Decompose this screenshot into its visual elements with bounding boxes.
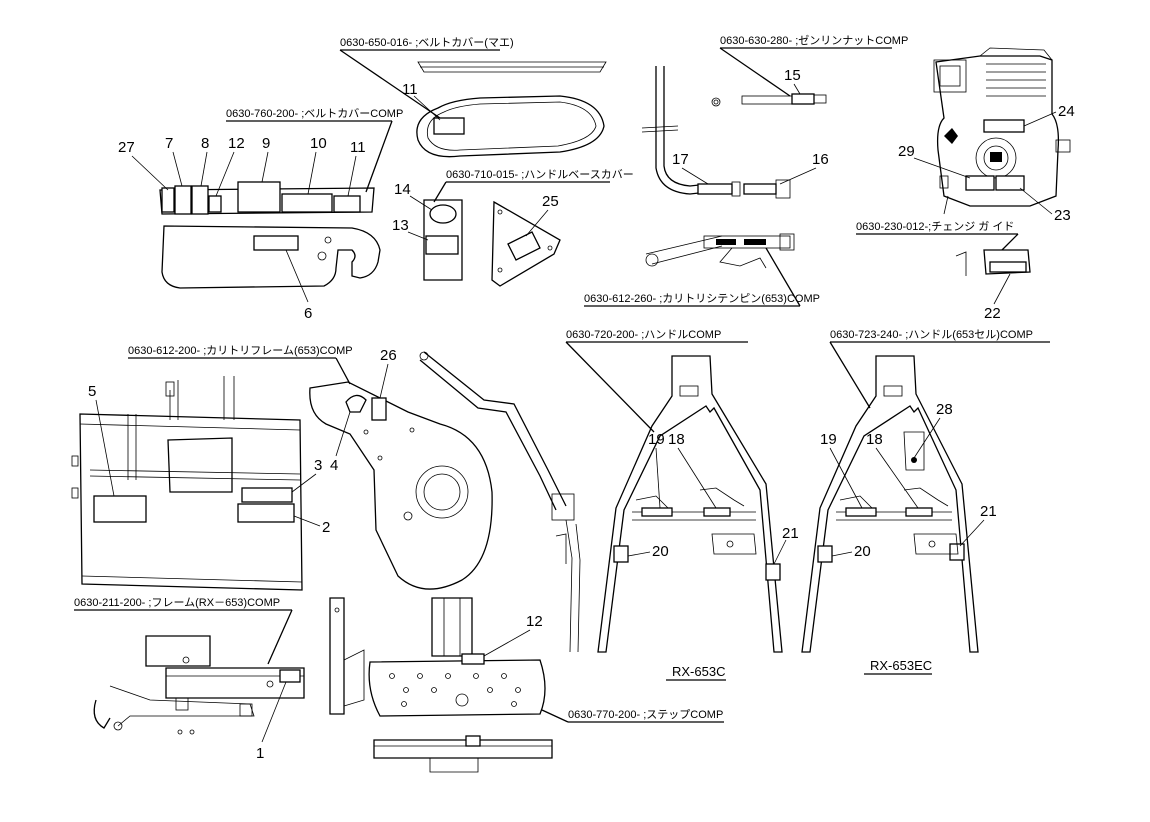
part-number-11: 11 [350,139,366,156]
part-number-17: 17 [672,151,689,168]
callout-handle-653-comp: 0630-723-240- ;ハンドル(653セル)COMP [830,328,1033,341]
part-number-12: 12 [228,135,245,152]
label-22 [989,261,1027,273]
handle-base-cover-part: 0630-710-015- ;ハンドルベースカバー 14 13 25 [392,168,634,287]
callout-handle-base-cover: 0630-710-015- ;ハンドルベースカバー [446,168,634,181]
label-15 [791,93,815,105]
part-number-19: 19 [820,431,837,448]
part-number-2: 2 [322,519,330,536]
part-number-20: 20 [652,543,669,560]
part-number-16: 16 [812,151,829,168]
part-number-20: 20 [854,543,871,560]
part-number-4: 4 [330,457,338,474]
label-6 [253,235,299,251]
engine-part: 24 29 23 [898,47,1075,224]
callout-belt-cover-comp: 0630-760-200- ;ベルトカバーCOMP [226,107,403,120]
part-number-12: 12 [526,613,543,630]
label-19-ec [845,507,877,517]
label-17 [697,183,733,195]
label-12-belt [208,195,222,213]
belt-cover-comp-part: 0630-760-200- ;ベルトカバーCOMP 27 7 8 12 9 10… [118,107,403,322]
label-13 [425,235,459,255]
label-12-step [461,653,485,665]
callout-kariturisiten-pin: 0630-612-260- ;カリトリシテンピン(653)COMP [584,292,820,305]
label-26 [371,397,387,421]
part-number-9: 9 [262,135,270,152]
label-9 [237,181,281,213]
part-number-24: 24 [1058,103,1075,120]
part-number-18: 18 [866,431,883,448]
label-10 [281,193,333,213]
callout-change-guide: 0630-230-012-;チェンジ ガ イド [856,220,1014,233]
part-number-19: 19 [648,431,665,448]
label-3 [241,487,293,503]
part-number-15: 15 [784,67,801,84]
callout-handle-comp: 0630-720-200- ;ハンドルCOMP [566,329,721,341]
label-8 [191,185,209,215]
kariturifurem-part: 0630-612-200- ;カリトリフレーム(653)COMP 5 3 2 [71,344,581,653]
callout-kariturifurem: 0630-612-200- ;カリトリフレーム(653)COMP [128,344,353,357]
part-number-10: 10 [310,135,327,152]
part-number-21: 21 [782,525,799,542]
part-number-23: 23 [1054,207,1071,224]
part-number-28: 28 [936,401,953,418]
part-number-7: 7 [165,135,173,152]
part-number-3: 3 [314,457,322,474]
callout-belt-cover-front: 0630-650-016- ;ベルトカバー(マエ) [340,36,514,49]
part-number-14: 14 [394,181,411,198]
part-number-6: 6 [304,305,312,322]
label-1 [279,669,301,683]
label-5 [93,495,147,523]
label-18-ec [905,507,933,517]
label-11-belt-front [433,117,465,135]
part-number-8: 8 [201,135,209,152]
kariturisiten-pin-part: 0630-612-260- ;カリトリシテンピン(653)COMP [584,233,820,307]
part-number-25: 25 [542,193,559,210]
model-rx653ec: RX-653EC [870,658,932,673]
handle-653-comp-part: 0630-723-240- ;ハンドル(653セル)COMP 28 19 18 … [801,328,1050,675]
belt-cover-front-part: 0630-650-016- ;ベルトカバー(マエ) 11 [339,36,607,158]
part-number-26: 26 [380,347,397,364]
callout-zenrin-nut: 0630-630-280- ;ゼンリンナットCOMP [720,34,908,47]
label-18-c [703,507,731,517]
change-guide-part: 0630-230-012-;チェンジ ガ イド 22 [856,220,1031,322]
part-number-1: 1 [256,745,264,762]
label-21-c [765,563,781,581]
label-4 [345,394,367,413]
label-2 [237,503,295,523]
part-number-5: 5 [88,383,96,400]
model-rx653c: RX-653C [672,664,725,679]
handle-comp-part: 0630-720-200- ;ハンドルCOMP 19 18 20 21 RX-6… [565,329,799,681]
callout-frame-comp: 0630-211-200- ;フレーム(RX－653)COMP [74,596,280,609]
label-19-c [641,507,673,517]
part-number-29: 29 [898,143,915,160]
zenrin-nut-part: 0630-630-280- ;ゼンリンナットCOMP 15 17 16 [641,34,908,199]
callout-step-comp: 0630-770-200- ;ステップCOMP [568,708,723,721]
label-7 [174,185,192,215]
label-14 [429,204,457,224]
label-20-c [613,545,629,563]
step-comp-part: 12 0630-770-200- ;ステップCOMP [329,597,724,773]
label-29 [965,175,995,191]
part-number-11: 11 [402,81,418,98]
label-11-belt-comp [333,195,361,213]
frame-comp-part: 0630-211-200- ;フレーム(RX－653)COMP 1 [74,596,305,762]
label-12-step-lower [465,735,481,747]
label-16 [743,183,777,195]
part-number-13: 13 [392,217,409,234]
part-number-18: 18 [668,431,685,448]
label-25 [507,231,541,261]
part-number-21: 21 [980,503,997,520]
label-20-ec [817,545,833,563]
part-number-27: 27 [118,139,135,156]
label-27 [161,187,175,213]
part-number-22: 22 [984,305,1001,322]
label-23 [995,175,1025,191]
label-24 [983,119,1025,133]
